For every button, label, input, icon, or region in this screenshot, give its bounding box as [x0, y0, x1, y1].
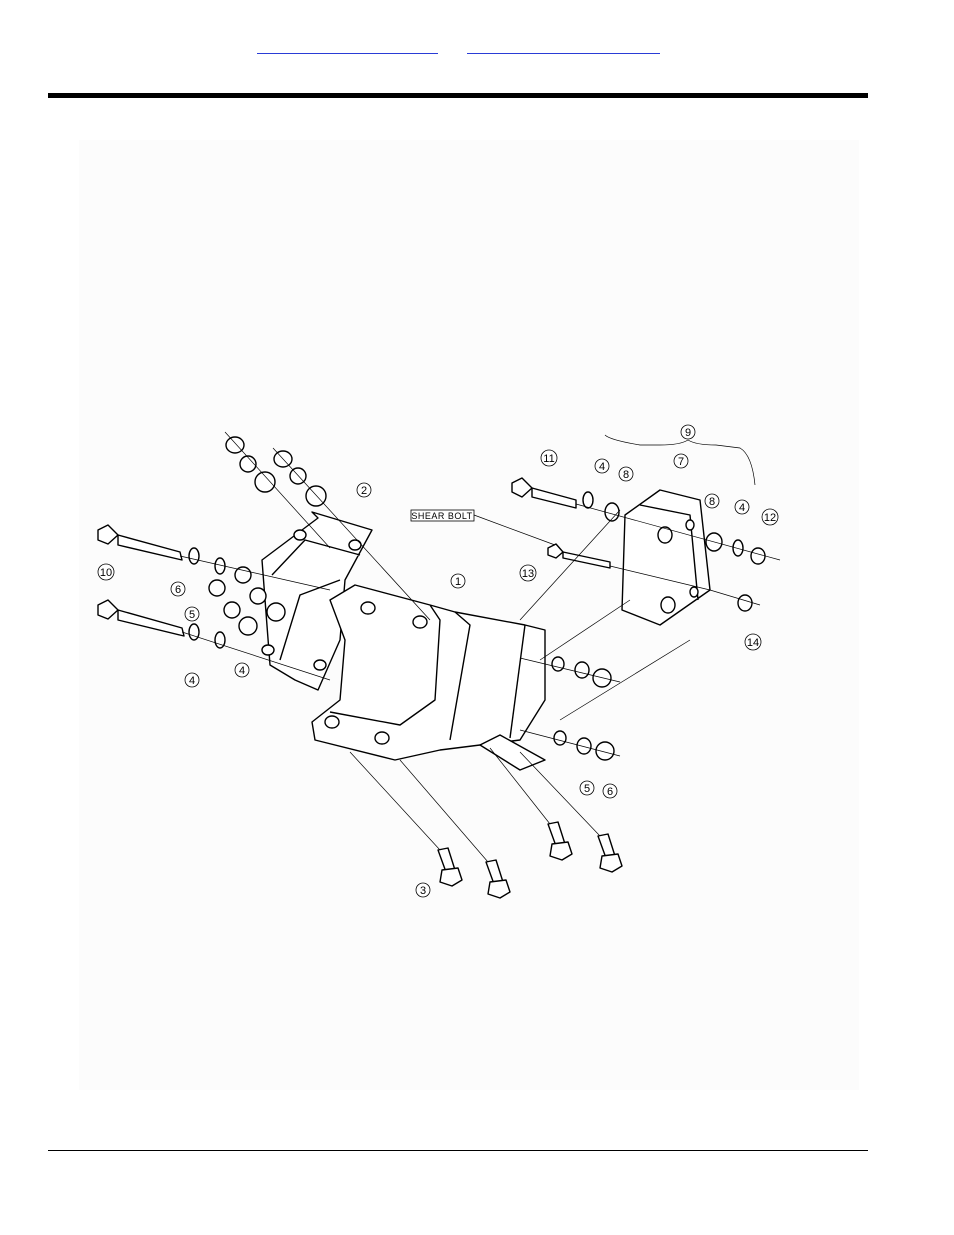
callout-3: 3 — [416, 883, 430, 897]
callout-8: 8 — [705, 494, 719, 508]
callout-4: 4 — [595, 459, 609, 473]
washer — [239, 617, 257, 635]
callout-4: 4 — [735, 500, 749, 514]
bottom-rule — [48, 1150, 868, 1151]
callout-5: 5 — [580, 781, 594, 795]
washer — [189, 548, 199, 564]
lock-washer — [577, 738, 591, 754]
svg-text:3: 3 — [420, 885, 426, 897]
callout-11: 11 — [541, 450, 557, 466]
callout-9: 9 — [681, 425, 695, 439]
washer — [583, 492, 593, 508]
bottom-bolt — [548, 822, 572, 860]
svg-text:8: 8 — [709, 496, 715, 508]
svg-text:SHEAR BOLT: SHEAR BOLT — [411, 511, 472, 521]
lock-nut — [751, 548, 765, 564]
callout-6: 6 — [603, 784, 617, 798]
callout-2: 2 — [357, 483, 371, 497]
washer — [267, 603, 285, 621]
svg-text:14: 14 — [747, 637, 759, 649]
long-bolt-upper — [98, 525, 182, 560]
callout-14: 14 — [745, 634, 761, 650]
bottom-bolt — [598, 834, 622, 872]
svg-text:5: 5 — [189, 609, 195, 621]
nut — [235, 567, 251, 583]
svg-text:8: 8 — [623, 469, 629, 481]
shear-bolt — [548, 544, 610, 568]
svg-text:2: 2 — [361, 485, 367, 497]
svg-text:5: 5 — [584, 783, 590, 795]
lock-washer — [224, 602, 240, 618]
main-bracket — [312, 585, 545, 770]
washer — [733, 540, 743, 556]
svg-text:13: 13 — [522, 568, 534, 580]
top-nut — [226, 437, 244, 453]
svg-text:4: 4 — [189, 675, 195, 687]
callout-5: 5 — [185, 607, 199, 621]
svg-text:9: 9 — [685, 427, 691, 439]
lock-nut — [738, 595, 752, 611]
washer — [552, 657, 564, 671]
callout-10: 10 — [98, 564, 114, 580]
callout-4: 4 — [235, 663, 249, 677]
nut — [209, 580, 225, 596]
svg-text:6: 6 — [607, 786, 613, 798]
callout-1: 1 — [451, 574, 465, 588]
lock-washer — [250, 588, 266, 604]
top-washer — [255, 472, 275, 492]
right-mount-plate — [622, 490, 710, 625]
svg-text:4: 4 — [739, 502, 745, 514]
bottom-bolt — [438, 848, 462, 886]
callout-4: 4 — [185, 673, 199, 687]
washer — [554, 731, 566, 745]
callout-13: 13 — [520, 565, 536, 581]
long-bolt-lower — [98, 600, 184, 636]
callout-6: 6 — [171, 582, 185, 596]
svg-text:10: 10 — [100, 567, 112, 579]
svg-text:4: 4 — [599, 461, 605, 473]
nut — [596, 742, 614, 760]
washer — [575, 662, 589, 678]
svg-text:6: 6 — [175, 584, 181, 596]
callout-12: 12 — [762, 509, 778, 525]
svg-text:4: 4 — [239, 665, 245, 677]
svg-text:1: 1 — [455, 576, 461, 588]
top-bolt — [512, 478, 576, 508]
svg-text:11: 11 — [543, 453, 554, 465]
svg-text:7: 7 — [678, 456, 684, 468]
shear-bolt-label: SHEAR BOLT — [411, 510, 474, 521]
callout-8: 8 — [619, 467, 633, 481]
svg-text:12: 12 — [764, 512, 776, 524]
callout-7: 7 — [674, 454, 688, 468]
bottom-bolt — [486, 860, 510, 898]
washer — [189, 624, 199, 640]
